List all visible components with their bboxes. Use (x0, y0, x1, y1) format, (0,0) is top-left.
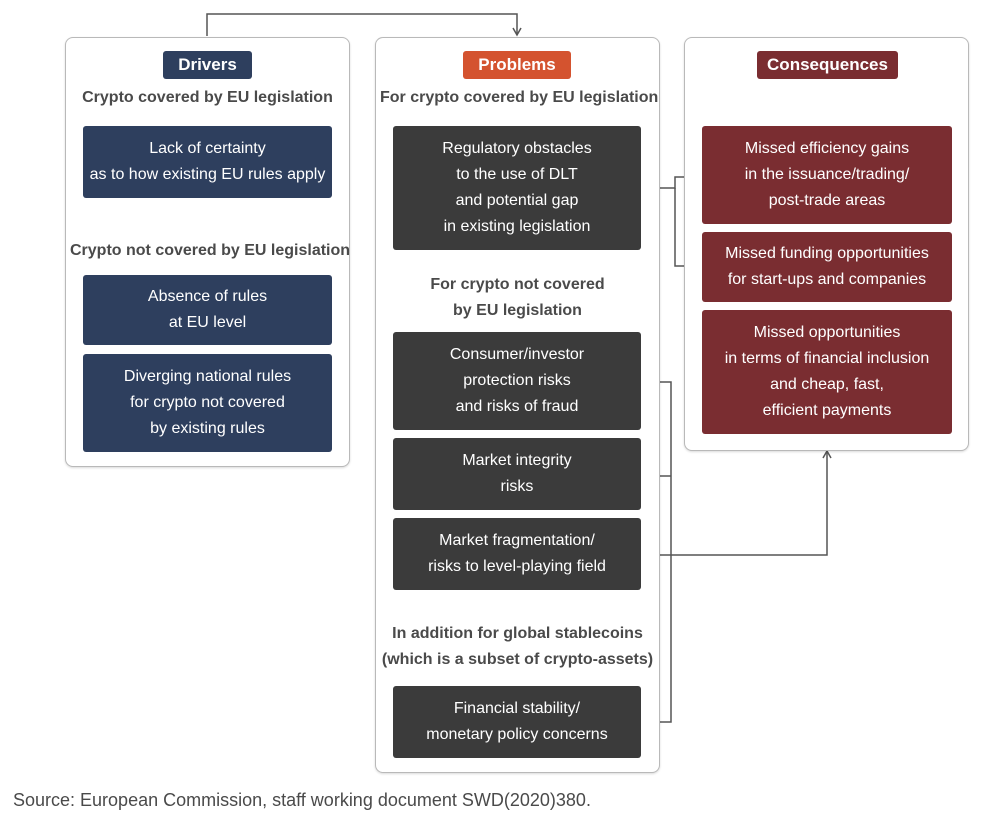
problems-heading-covered: For crypto covered by EU legislation (380, 89, 659, 106)
drivers-box-diverging: Diverging national rules for crypto not … (83, 354, 332, 452)
source-note: Source: European Commission, staff worki… (13, 790, 591, 810)
drivers-box-absence: Absence of rules at EU level (83, 275, 332, 345)
problems-box-regulatory: Regulatory obstacles to the use of DLT a… (393, 126, 641, 250)
problems-heading-stablecoins: In addition for global stablecoins (whic… (381, 625, 654, 668)
problems-heading-not-covered: For crypto not covered by EU legislation (430, 276, 605, 319)
fragmentation-to-consequences-arrow (641, 449, 832, 556)
consequences-title: Consequences (757, 51, 898, 79)
consequences-box-efficiency: Missed efficiency gains in the issuance/… (702, 126, 952, 224)
consequences-box-inclusion: Missed opportunities in terms of financi… (702, 310, 952, 434)
problems-box-consumer: Consumer/investor protection risks and r… (393, 332, 641, 430)
problems-title: Problems (463, 51, 571, 79)
problems-box-fragmentation: Market fragmentation/ risks to level-pla… (393, 518, 641, 590)
drivers-heading-not-covered: Crypto not covered by EU legislation (70, 242, 351, 259)
consequences-box-funding: Missed funding opportunities for start-u… (702, 232, 952, 302)
drivers-box-certainty: Lack of certainty as to how existing EU … (83, 126, 332, 198)
drivers-title: Drivers (163, 51, 252, 79)
drivers-to-problems-arrow (206, 13, 522, 37)
problems-box-stability: Financial stability/ monetary policy con… (393, 686, 641, 758)
problems-box-integrity: Market integrity risks (393, 438, 641, 510)
drivers-heading-covered: Crypto covered by EU legislation (82, 89, 333, 106)
